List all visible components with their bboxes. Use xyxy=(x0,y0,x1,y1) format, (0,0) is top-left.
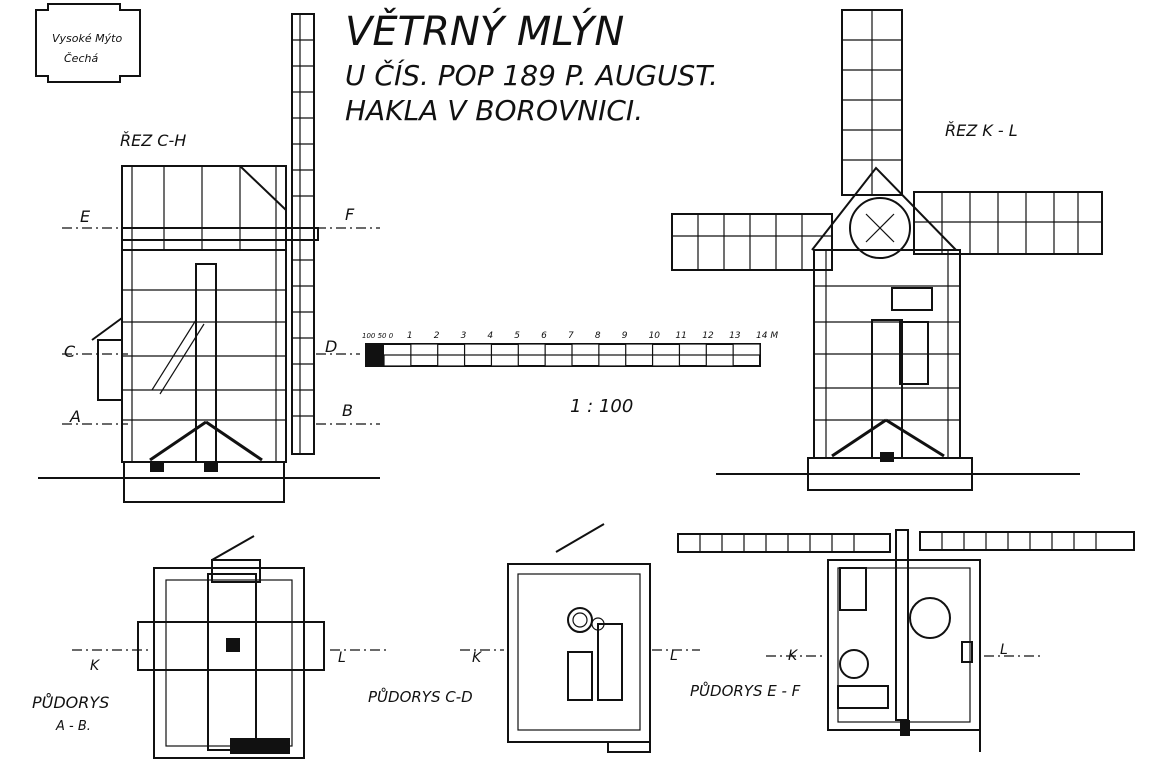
scale-tick-label: 9 xyxy=(622,331,628,341)
plan-a-b xyxy=(137,535,325,759)
scale-cell xyxy=(678,343,707,356)
scale-tick-label: 8 xyxy=(595,331,601,341)
stamp: Vysoké Mýto Čechá xyxy=(35,3,141,83)
scale-cell xyxy=(410,343,439,356)
scale-cell xyxy=(651,354,681,367)
marker-c: C xyxy=(64,342,76,361)
plan-cd-label: PŮDORYS C-D xyxy=(368,687,473,706)
plan-ab-marker-k: K xyxy=(90,658,101,674)
scale-tick-label: 3 xyxy=(461,331,467,341)
marker-b: B xyxy=(342,401,353,420)
scale-tick-label: 11 xyxy=(675,331,686,341)
scale-cell xyxy=(705,354,734,367)
scale-tick-label: 1 xyxy=(407,331,413,341)
scale-cell xyxy=(463,343,493,356)
plan-cd-marker-k: K xyxy=(472,650,483,666)
title-line-2: U ČÍS. POP 189 P. AUGUST. xyxy=(345,58,718,92)
plan-c-d xyxy=(507,523,651,753)
title-block: VĚTRNÝ MLÝN U ČÍS. POP 189 P. AUGUST. HA… xyxy=(345,7,718,127)
title-line-3: HAKLA V BOROVNICI. xyxy=(345,94,643,127)
stamp-line-1: Vysoké Mýto xyxy=(52,32,122,45)
scale-cell xyxy=(383,354,412,367)
section-k-l-drawing xyxy=(671,9,1103,491)
section-c-h-drawing xyxy=(38,13,380,503)
scale-cell xyxy=(490,354,519,367)
plan-ef-marker-k: K xyxy=(788,648,799,664)
scale-tick-label: 13 xyxy=(729,331,741,341)
scale-tick-label: 14 M xyxy=(756,331,778,341)
plan-e-f xyxy=(677,529,1135,752)
scale-cell xyxy=(598,354,627,367)
marker-d: D xyxy=(325,337,337,356)
scale-tick-label: 5 xyxy=(514,331,520,341)
section-label-right: ŘEZ K - L xyxy=(945,121,1018,140)
marker-e: E xyxy=(80,207,91,226)
marker-f: F xyxy=(345,205,355,224)
section-label-left: ŘEZ C-H xyxy=(120,131,186,150)
scale-ratio: 1 : 100 xyxy=(570,396,633,417)
plan-ab-label-line-2: A - B. xyxy=(55,719,91,734)
plan-ab-marker-l: L xyxy=(338,650,346,666)
scale-tick-label: 12 xyxy=(702,331,714,341)
plan-ef-label: PŮDORYS E - F xyxy=(690,681,801,700)
scale-tick-label: 4 xyxy=(487,331,493,341)
stamp-line-2: Čechá xyxy=(64,52,98,65)
scale-cell xyxy=(625,343,654,356)
scale-tick-label: 7 xyxy=(568,331,574,341)
scale-tick-label: 100 50 0 xyxy=(362,332,394,340)
plan-ab-label-line-1: PŮDORYS xyxy=(32,693,109,712)
marker-a: A xyxy=(69,407,81,426)
scale-tick-label: 10 xyxy=(649,331,661,341)
scale-tick-label: 6 xyxy=(541,331,547,341)
scale-cell xyxy=(571,343,600,356)
scale-cell xyxy=(544,354,573,367)
title-line-1: VĚTRNÝ MLÝN xyxy=(345,7,624,55)
plan-ef-marker-l: L xyxy=(1000,642,1008,658)
scale-cell xyxy=(517,343,546,356)
scale-cell xyxy=(732,343,761,356)
plan-cd-marker-l: L xyxy=(670,648,678,664)
scale-tick-label: 2 xyxy=(434,331,440,341)
scale-cell xyxy=(437,354,466,367)
